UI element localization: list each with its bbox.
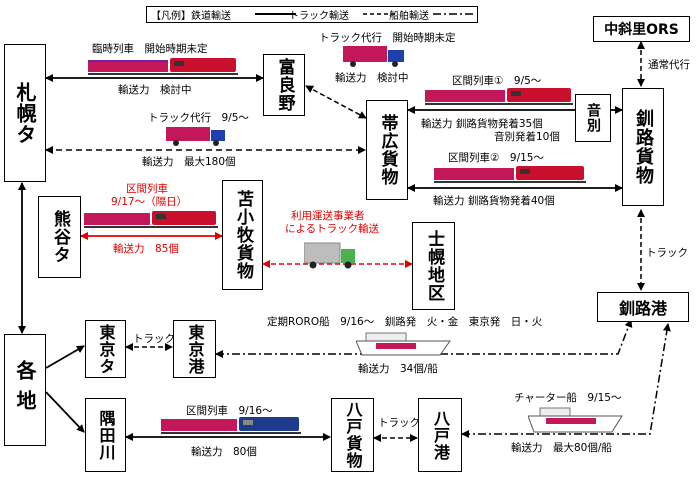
truck-hachi-label: トラック bbox=[378, 417, 420, 429]
truck-icon bbox=[343, 46, 404, 67]
charter-title: チャーター船 9/15～ bbox=[514, 392, 622, 404]
rinji-cap: 輸送力 検討中 bbox=[118, 84, 192, 96]
kukan1-cap2: 音別発着10個 bbox=[494, 131, 560, 143]
kakuchi-sumida-line bbox=[45, 391, 85, 433]
kukan1-title: 区間列車① 9/5～ bbox=[452, 75, 542, 87]
node-kushiro-port: 釧路港 bbox=[597, 292, 689, 322]
tsujo-daiko: 通常代行 bbox=[648, 59, 690, 71]
kukan917-cap: 輸送力 85個 bbox=[113, 243, 179, 255]
kukan2-title: 区間列車② 9/15～ bbox=[448, 152, 544, 164]
train-icon bbox=[161, 417, 301, 434]
furano-obihiro-line bbox=[305, 85, 367, 119]
kukan1-cap1: 輸送力 釧路貨物発着35個 bbox=[421, 118, 543, 130]
legend-title: 【凡例】 bbox=[151, 11, 191, 22]
truck-icon bbox=[304, 242, 355, 269]
node-sapporo: 札幌タ bbox=[4, 44, 46, 182]
kakuchi-tokyota-line bbox=[45, 345, 85, 369]
train-icon bbox=[88, 58, 238, 75]
charter-cap: 輸送力 最大80個/船 bbox=[511, 442, 612, 454]
train-icon bbox=[84, 211, 218, 228]
riyou-line2: によるトラック輸送 bbox=[285, 223, 380, 235]
legend-ship-label: 船舶輸送 bbox=[389, 11, 429, 22]
node-sumidagawa: 隅田川 bbox=[85, 398, 126, 472]
riyou-line1: 利用運送事業者 bbox=[291, 210, 365, 222]
truck-tokyo-label: トラック bbox=[133, 333, 175, 345]
ship-icon bbox=[356, 332, 451, 356]
truck-icon bbox=[166, 127, 225, 146]
ship-icon bbox=[528, 407, 623, 433]
truck-kushiro-label: トラック bbox=[646, 247, 688, 259]
node-otowake: 音別 bbox=[575, 94, 611, 142]
node-kumagaya: 熊谷タ bbox=[38, 196, 81, 278]
node-naka-shari: 中斜里ORS bbox=[593, 16, 690, 42]
sumida-cap: 輸送力 80個 bbox=[191, 446, 257, 458]
charter-ship-line bbox=[461, 323, 671, 438]
node-kushiro: 釧路貨物 bbox=[622, 88, 664, 206]
node-obihiro: 帯広貨物 bbox=[366, 100, 408, 200]
node-tokyo-port: 東京港 bbox=[173, 320, 216, 378]
kukan2-cap: 輸送力 釧路貨物発着40個 bbox=[433, 195, 555, 207]
node-hachinohe: 八戸貨物 bbox=[331, 398, 374, 472]
kukan917-title: 区間列車 bbox=[126, 183, 168, 195]
legend-truck-label: トラック輸送 bbox=[289, 11, 349, 22]
legend: 【凡例】 鉄道輸送 トラック輸送 船舶輸送 bbox=[146, 6, 478, 23]
node-furano: 富良野 bbox=[263, 54, 305, 116]
kukan917-date: 9/17～（隔日） bbox=[111, 196, 188, 208]
train-icon bbox=[425, 88, 573, 105]
node-shihoro: 士幌地区 bbox=[412, 222, 455, 310]
roro-cap: 輸送力 34個/船 bbox=[358, 363, 438, 375]
rinji-title: 臨時列車 開始時期未定 bbox=[92, 43, 208, 55]
node-tomakomai: 苫小牧貨物 bbox=[222, 180, 263, 290]
legend-rail-label: 鉄道輸送 bbox=[191, 11, 231, 22]
truck-daiko-cap: 輸送力 検討中 bbox=[335, 72, 409, 84]
sumida-title: 区間列車 9/16～ bbox=[186, 405, 273, 417]
truck95-title: トラック代行 9/5～ bbox=[148, 112, 249, 124]
node-kakuchi: 各地 bbox=[4, 334, 46, 446]
node-hachinohe-port: 八戸港 bbox=[418, 398, 462, 472]
truck95-cap: 輸送力 最大180個 bbox=[142, 156, 236, 168]
truck-daiko-title: トラック代行 開始時期未定 bbox=[319, 32, 456, 44]
train-icon bbox=[434, 166, 586, 183]
node-tokyo-ta: 東京タ bbox=[85, 320, 126, 378]
roro-title: 定期RORO船 9/16～ 釧路発 火・金 東京発 日・火 bbox=[267, 316, 543, 328]
